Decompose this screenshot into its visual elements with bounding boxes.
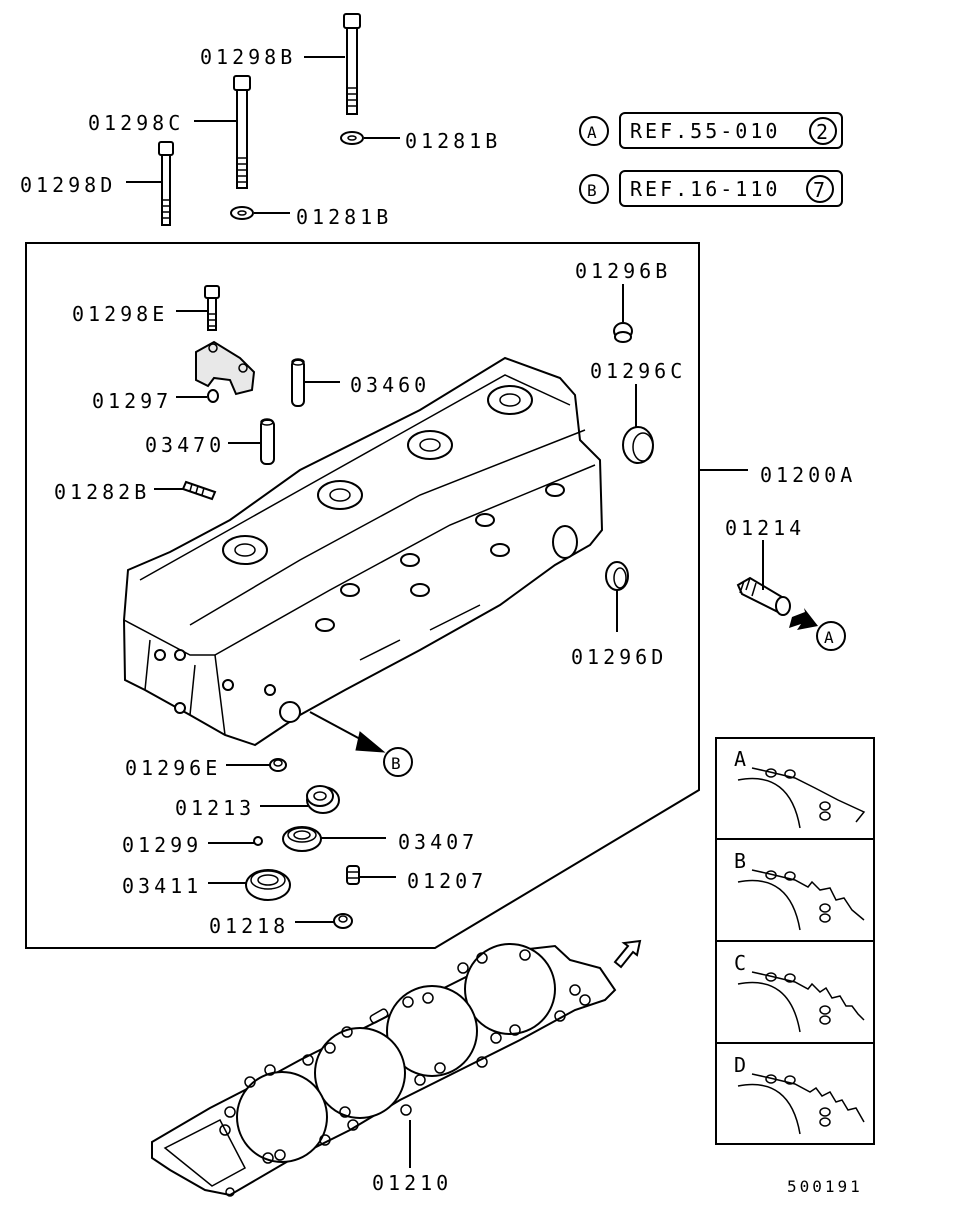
bolt-01298C [233,75,251,189]
bolt-01298D [158,141,174,226]
variant-a: A [734,747,866,829]
bolt-01298B [343,13,361,115]
plug-01296D [605,561,629,591]
variant-c-label: C [734,951,746,975]
reference-a-number: 2 [816,120,828,144]
callout-01296E: 01296E [125,756,221,780]
callout-01296B: 01296B [575,259,671,283]
callout-01210: 01210 [372,1171,452,1195]
dowel-03470 [260,418,275,465]
arrow-to-b [355,731,386,753]
arrow-to-a [789,608,818,630]
reference-a-text: REF.55-010 [630,119,780,143]
bolt-01298E [204,285,220,331]
dowel-03460 [291,358,305,407]
reference-b: B REF.16-110 7 [579,170,843,207]
callout-01298D: 01298D [20,173,116,197]
callout-01298E: 01298E [72,302,168,326]
callout-01296D: 01296D [571,645,667,669]
cylinder-head [122,356,604,747]
variant-d-label: D [734,1053,746,1077]
callout-01218: 01218 [209,914,289,938]
seal-01213 [306,785,340,814]
callout-03470: 03470 [145,433,225,457]
plug-01296E [269,758,287,772]
callout-01281B-top: 01281B [405,129,501,153]
variant-b-label: B [734,849,746,873]
bearing-cap [195,340,256,396]
callout-01214: 01214 [725,516,805,540]
head-gasket-01210 [151,943,617,1197]
callout-01296C: 01296C [590,359,686,383]
washer-01281B-bottom [230,206,254,220]
reference-b-marker: B [587,181,597,200]
gasket-direction-arrow [613,939,642,969]
variant-c: C [734,951,865,1033]
plug-01296B [613,322,633,343]
callout-01298C: 01298C [88,111,184,135]
diagram-id: 500191 [787,1177,863,1196]
pin-01297 [207,389,219,403]
stud-01282B [181,480,217,501]
reference-a-marker: A [587,123,597,142]
reference-b-text: REF.16-110 [630,177,780,201]
nut-01218 [333,913,353,929]
callout-03411: 03411 [122,874,202,898]
seal-03411 [245,869,291,901]
sensor-01214 [736,576,791,616]
callout-01213: 01213 [175,796,255,820]
callout-01298B: 01298B [200,45,296,69]
callout-01281B-bottom: 01281B [296,205,392,229]
callout-01207: 01207 [407,869,487,893]
arrow-marker-b: B [391,754,401,773]
assembly-frame [25,242,700,949]
ball-01299 [253,836,263,846]
washer-01281B-top [340,131,364,145]
reference-a: A REF.55-010 2 [579,112,843,149]
variant-d: D [734,1053,865,1135]
callout-01299: 01299 [122,833,202,857]
variant-a-label: A [734,747,746,771]
variant-b: B [734,849,865,931]
callout-01297: 01297 [92,389,172,413]
callout-03460: 03460 [350,373,430,397]
reference-b-number: 7 [813,178,825,202]
callout-03407: 03407 [398,830,478,854]
callout-01282B: 01282B [54,480,150,504]
plug-01296C [622,426,654,464]
seal-03407 [282,826,322,852]
arrow-marker-a: A [824,628,834,647]
plug-01207 [346,865,360,885]
callout-01200A: 01200A [760,463,856,487]
variant-panel: A B C D [715,737,875,1145]
